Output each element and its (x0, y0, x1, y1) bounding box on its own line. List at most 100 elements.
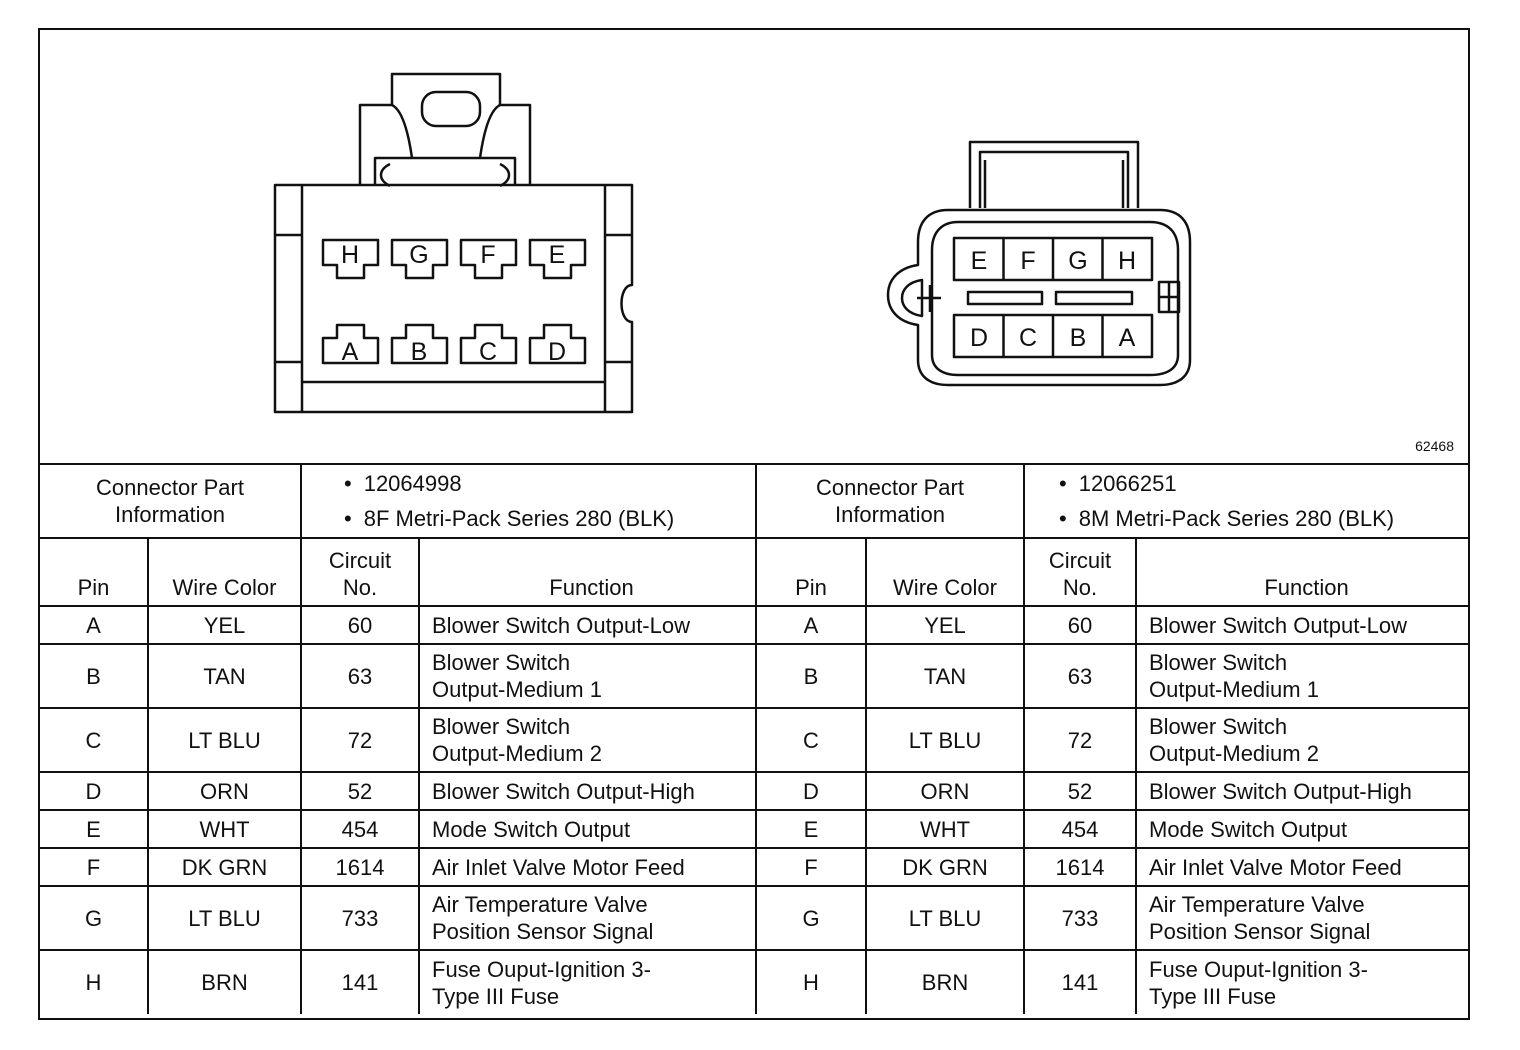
function-line: Type III Fuse (1149, 983, 1277, 1009)
wire-color-cell: LT BLU (147, 885, 302, 951)
function-line: Fuse Ouput-Ignition 3- (432, 956, 651, 982)
pin-cell: B (755, 643, 867, 709)
pin-cell: H (40, 949, 149, 1014)
female-cavity-label: B (411, 338, 428, 366)
function-cell: Fuse Ouput-Ignition 3-Type III Fuse (418, 949, 757, 1014)
connector-part-info-label: Connector Part Information (755, 463, 1025, 539)
part-number: 12064998 (344, 466, 751, 501)
function-line: Output-Medium 2 (1149, 741, 1319, 766)
female-connector-drawing (273, 72, 634, 414)
female-cavity-label: F (480, 241, 495, 269)
wire-color-cell: ORN (865, 771, 1025, 811)
circuit-cell: 454 (300, 809, 420, 849)
wire-color-cell: DK GRN (147, 847, 302, 887)
header-wire-color: Wire Color (147, 537, 302, 606)
function-line: Blower Switch Output-Low (1149, 612, 1407, 638)
function-cell: Blower Switch Output-High (1134, 771, 1469, 811)
connector-part-info-row: Connector Part Information 12064998 8F M… (40, 463, 1469, 539)
wire-color-cell: WHT (865, 809, 1025, 849)
function-cell: Blower Switch Output-Low (418, 605, 757, 645)
circuit-cell: 72 (300, 707, 420, 773)
function-line: Blower Switch Output-High (432, 778, 695, 804)
function-line: Blower Switch Output-Low (432, 612, 690, 638)
pin-cell: F (755, 847, 867, 887)
wire-color-cell: TAN (147, 643, 302, 709)
male-cavity-label: G (1068, 247, 1087, 275)
circuit-cell: 141 (1023, 949, 1137, 1014)
connector-pinout-frame: H G F E A B C D E F G H D C B A 62468 (38, 28, 1470, 1020)
function-line: Blower Switch (1149, 714, 1288, 739)
male-cavity-label: H (1118, 247, 1136, 275)
female-cavity-label: G (409, 241, 428, 269)
pin-cell: C (40, 707, 149, 773)
pin-cell: H (755, 949, 867, 1014)
pinout-table: Connector Part Information 12064998 8F M… (40, 463, 1469, 1014)
wire-color-cell: ORN (147, 771, 302, 811)
male-bottom-cavities (952, 313, 1154, 359)
circuit-cell: 733 (1023, 885, 1137, 951)
pin-cell: B (40, 643, 149, 709)
function-cell: Mode Switch Output (418, 809, 757, 849)
pin-cell: E (40, 809, 149, 849)
pin-cell: E (755, 809, 867, 849)
function-line: Output-Medium 2 (432, 741, 602, 766)
pin-cell: F (40, 847, 149, 887)
wire-color-cell: LT BLU (147, 707, 302, 773)
connector-part-info-label: Connector Part Information (40, 463, 302, 539)
function-line: Mode Switch Output (1149, 816, 1348, 842)
function-cell: Fuse Ouput-Ignition 3-Type III Fuse (1134, 949, 1469, 1014)
function-line: Air Inlet Valve Motor Feed (432, 854, 685, 880)
function-cell: Blower Switch Output-Low (1134, 605, 1469, 645)
function-line: Fuse Ouput-Ignition 3- (1149, 956, 1368, 982)
circuit-cell: 733 (300, 885, 420, 951)
function-line: Position Sensor Signal (1149, 919, 1371, 944)
female-cavity-label: D (548, 338, 566, 366)
drawing-id-number: 62468 (1415, 438, 1454, 454)
function-line: Position Sensor Signal (432, 919, 654, 944)
male-cavity-label: E (971, 247, 988, 275)
connector-part-info-values: 12066251 8M Metri-Pack Series 280 (BLK) (1022, 463, 1469, 539)
connector-drawings: H G F E A B C D E F G H D C B A (273, 72, 1192, 414)
wire-color-cell: LT BLU (865, 885, 1025, 951)
circuit-cell: 60 (300, 605, 420, 645)
function-line: Air Inlet Valve Motor Feed (1149, 854, 1402, 880)
function-line: Mode Switch Output (432, 816, 631, 842)
function-line: Blower Switch (1149, 650, 1288, 675)
function-line: Output-Medium 1 (432, 677, 602, 702)
function-line: Type III Fuse (432, 983, 560, 1009)
female-top-cavities (321, 238, 587, 280)
header-wire-color: Wire Color (865, 537, 1025, 606)
male-cavity-label: C (1019, 324, 1037, 352)
male-cavity-label: B (1070, 324, 1087, 352)
female-cavity-label: H (341, 241, 359, 269)
female-cavity-label: A (342, 338, 359, 366)
function-line: Air Temperature Valve (432, 892, 648, 917)
function-cell: Mode Switch Output (1134, 809, 1469, 849)
function-cell: Air Inlet Valve Motor Feed (418, 847, 757, 887)
pin-cell: G (755, 885, 867, 951)
function-line: Output-Medium 1 (1149, 677, 1319, 702)
pin-cell: D (755, 771, 867, 811)
male-cavity-label: A (1119, 324, 1136, 352)
function-line: Blower Switch (432, 714, 571, 739)
pin-cell: A (755, 605, 867, 645)
wire-color-cell: YEL (865, 605, 1025, 645)
male-connector-drawing (886, 140, 1192, 387)
circuit-cell: 1614 (300, 847, 420, 887)
circuit-cell: 141 (300, 949, 420, 1014)
function-line: Air Temperature Valve (1149, 892, 1365, 917)
header-pin: Pin (40, 537, 149, 606)
circuit-cell: 52 (1023, 771, 1137, 811)
